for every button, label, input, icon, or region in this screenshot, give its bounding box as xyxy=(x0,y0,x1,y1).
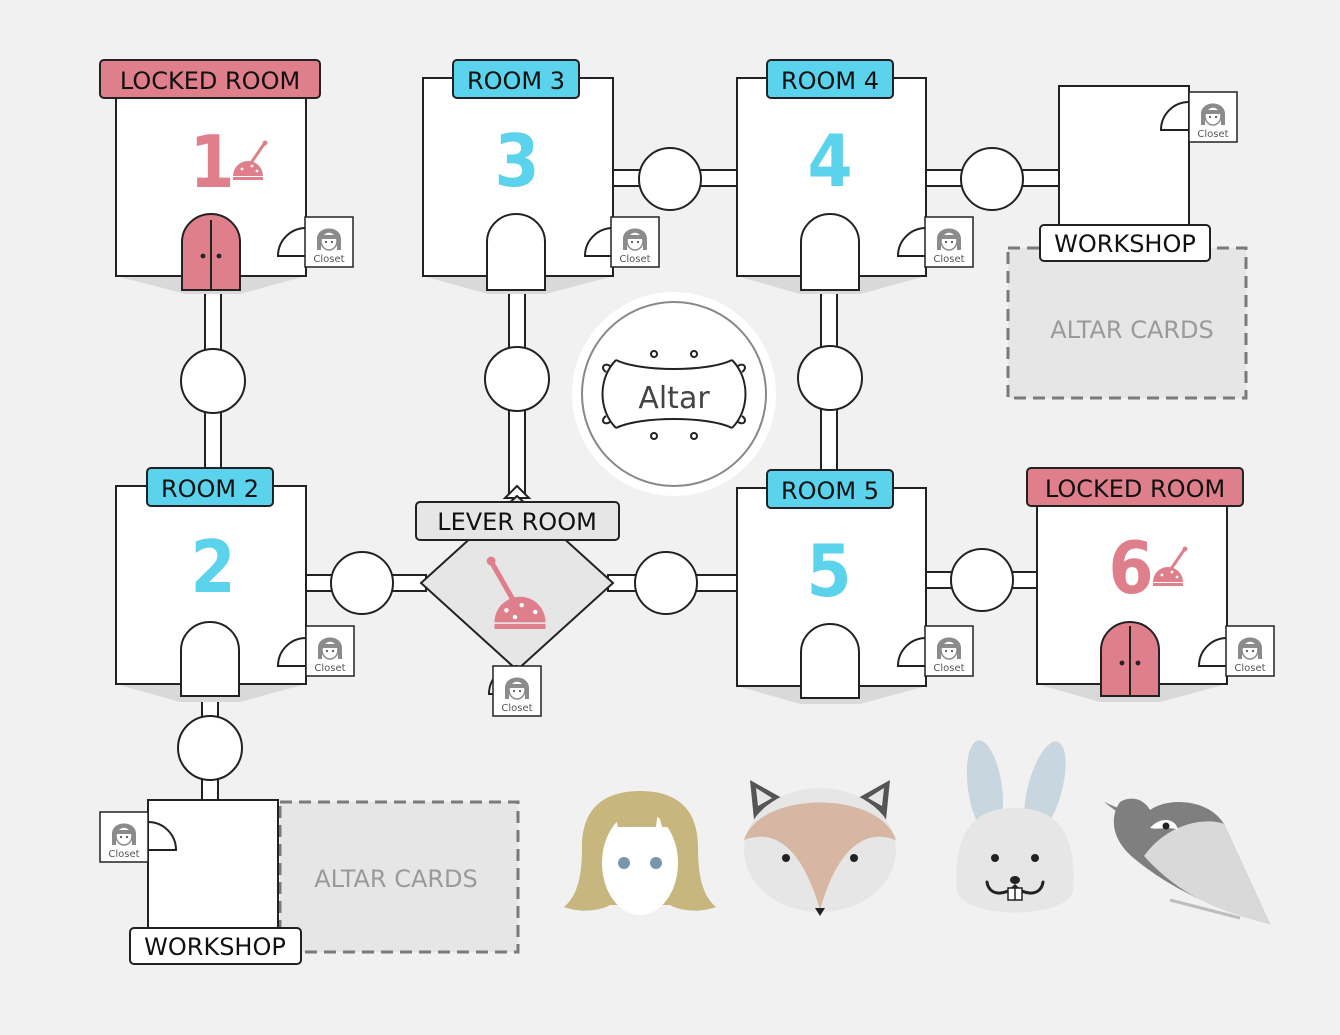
room-6-number: 6 xyxy=(1108,526,1153,610)
altar-cards-top[interactable]: ALTAR CARDS xyxy=(1006,246,1248,400)
locked-door-icon[interactable] xyxy=(1100,621,1160,697)
room-4[interactable]: ROOM 4 4 Closet xyxy=(736,59,974,294)
svg-text:ALTAR CARDS: ALTAR CARDS xyxy=(314,865,478,893)
closet-icon[interactable]: Closet xyxy=(99,811,149,863)
workshop-top-label: WORKSHOP xyxy=(1054,230,1196,258)
svg-text:ALTAR CARDS: ALTAR CARDS xyxy=(1050,316,1214,344)
room-1-number: 1 xyxy=(189,120,234,204)
rabbit-icon[interactable] xyxy=(956,737,1074,913)
room-3-number: 3 xyxy=(494,119,539,203)
door-icon[interactable] xyxy=(486,213,546,291)
room-4-label: ROOM 4 xyxy=(781,67,879,95)
corridors xyxy=(177,147,1063,805)
room-1[interactable]: LOCKED ROOM 1 Closet xyxy=(99,59,354,294)
door-icon[interactable] xyxy=(800,623,860,699)
fox-icon[interactable] xyxy=(744,780,896,916)
svg-text:Closet: Closet xyxy=(619,254,650,265)
closet-icon[interactable]: Closet xyxy=(304,216,354,268)
door-icon[interactable] xyxy=(800,213,860,291)
room-2[interactable]: ROOM 2 2 Closet xyxy=(115,467,355,702)
crow-icon[interactable] xyxy=(1104,798,1270,924)
room-1-label: LOCKED ROOM xyxy=(120,67,300,95)
closet-icon[interactable]: Closet xyxy=(305,625,355,677)
room-6-label: LOCKED ROOM xyxy=(1045,475,1225,503)
altar[interactable]: Altar xyxy=(572,292,776,496)
closet-icon[interactable]: Closet xyxy=(492,665,542,717)
workshop-top[interactable]: Closet WORKSHOP xyxy=(1039,85,1238,262)
closet-icon[interactable]: Closet xyxy=(924,216,974,268)
workshop-bottom-label: WORKSHOP xyxy=(144,933,286,961)
room-5-label: ROOM 5 xyxy=(781,477,879,505)
room-1-label-bg xyxy=(99,59,321,99)
girl-icon[interactable] xyxy=(564,791,716,915)
svg-text:Closet: Closet xyxy=(1197,129,1228,140)
room-3[interactable]: ROOM 3 3 Closet xyxy=(422,59,660,294)
room-6[interactable]: LOCKED ROOM 6 Closet xyxy=(1026,467,1275,702)
altar-frame-icon xyxy=(601,350,747,440)
workshop-bottom[interactable]: Closet WORKSHOP xyxy=(99,799,302,965)
room-2-label: ROOM 2 xyxy=(161,475,259,503)
svg-text:Closet: Closet xyxy=(933,254,964,265)
svg-text:Closet: Closet xyxy=(1234,663,1265,674)
altar-cards-bottom[interactable]: ALTAR CARDS xyxy=(278,800,520,954)
svg-text:Closet: Closet xyxy=(313,254,344,265)
altar-label: Altar xyxy=(638,381,710,416)
room-4-number: 4 xyxy=(807,119,852,203)
closet-icon[interactable]: Closet xyxy=(1188,91,1238,143)
svg-text:Closet: Closet xyxy=(933,663,964,674)
locked-door-icon[interactable] xyxy=(181,213,241,291)
door-icon[interactable] xyxy=(180,621,240,697)
svg-text:Closet: Closet xyxy=(314,663,345,674)
svg-text:Closet: Closet xyxy=(108,849,139,860)
svg-text:Closet: Closet xyxy=(501,703,532,714)
closet-icon[interactable]: Closet xyxy=(1225,625,1275,677)
closet-icon[interactable]: Closet xyxy=(924,625,974,677)
lever-icon[interactable] xyxy=(486,556,546,629)
room-3-label: ROOM 3 xyxy=(467,67,565,95)
room-5[interactable]: ROOM 5 5 Closet xyxy=(736,469,974,704)
lever-room[interactable]: LEVER ROOM Closet xyxy=(415,484,620,717)
room-5-number: 5 xyxy=(806,529,851,613)
closet-icon[interactable]: Closet xyxy=(610,216,660,268)
lever-room-label: LEVER ROOM xyxy=(437,508,597,536)
room-2-number: 2 xyxy=(190,525,235,609)
